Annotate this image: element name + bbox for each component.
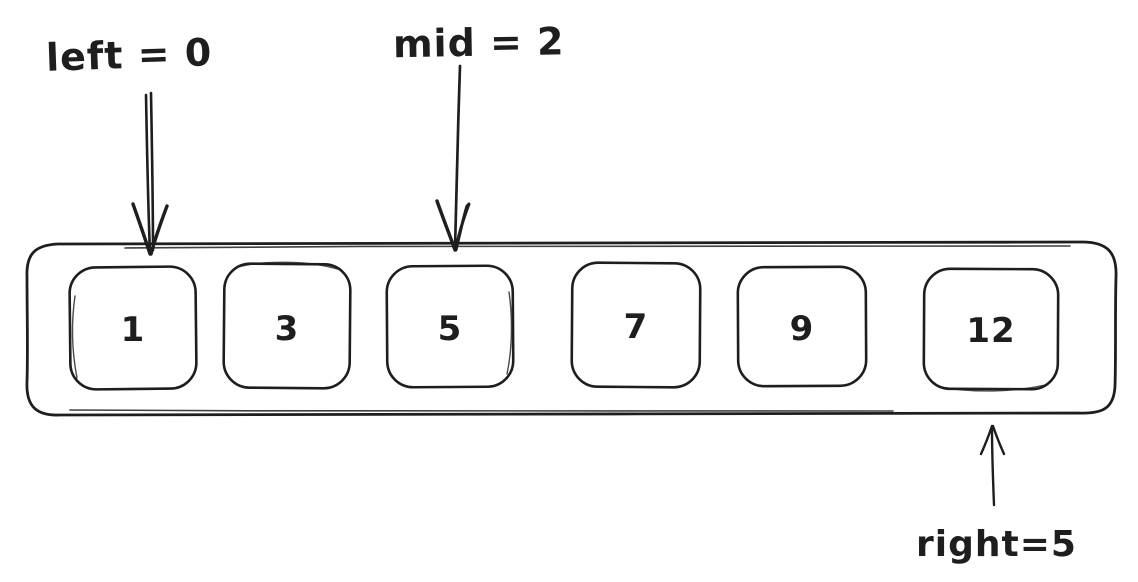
array-container-border — [25, 240, 1118, 417]
array-cell-value: 1 — [121, 310, 146, 350]
array-cell-restroke — [71, 295, 78, 379]
array-container-top-restroke — [124, 245, 1071, 249]
array-cell-restroke — [506, 291, 513, 375]
array-cell-value: 12 — [966, 311, 1015, 351]
mid-pointer-arrow-icon — [435, 64, 471, 252]
array-cell: 9 — [736, 265, 868, 388]
left-pointer-arrow-icon — [131, 91, 169, 256]
array-cell-border — [222, 262, 352, 390]
array-cell-value: 5 — [438, 309, 463, 349]
array-cell-value: 7 — [624, 307, 649, 347]
array-cell: 3 — [222, 261, 352, 390]
array-cell: 12 — [922, 267, 1060, 392]
array-cell-border — [736, 265, 868, 388]
array-container-bottom-restroke — [69, 409, 894, 412]
array-cell-border — [570, 261, 702, 389]
array-container — [25, 240, 1118, 417]
array-cell-restroke — [939, 384, 1046, 392]
right-pointer-arrow-icon — [979, 424, 1006, 507]
array-cell-border — [68, 265, 198, 391]
array-cell: 1 — [68, 265, 198, 391]
left-pointer-label: left = 0 — [45, 30, 213, 80]
right-pointer-label: right=5 — [916, 524, 1077, 565]
array-cell-value: 3 — [275, 309, 300, 349]
mid-pointer-label: mid = 2 — [393, 19, 565, 66]
array-cell-border — [922, 267, 1060, 391]
array-cell-value: 9 — [790, 309, 815, 349]
array-cell-restroke — [237, 261, 338, 270]
array-cell: 7 — [570, 261, 702, 389]
array-cell-border — [385, 264, 515, 389]
array-cell: 5 — [385, 264, 515, 389]
